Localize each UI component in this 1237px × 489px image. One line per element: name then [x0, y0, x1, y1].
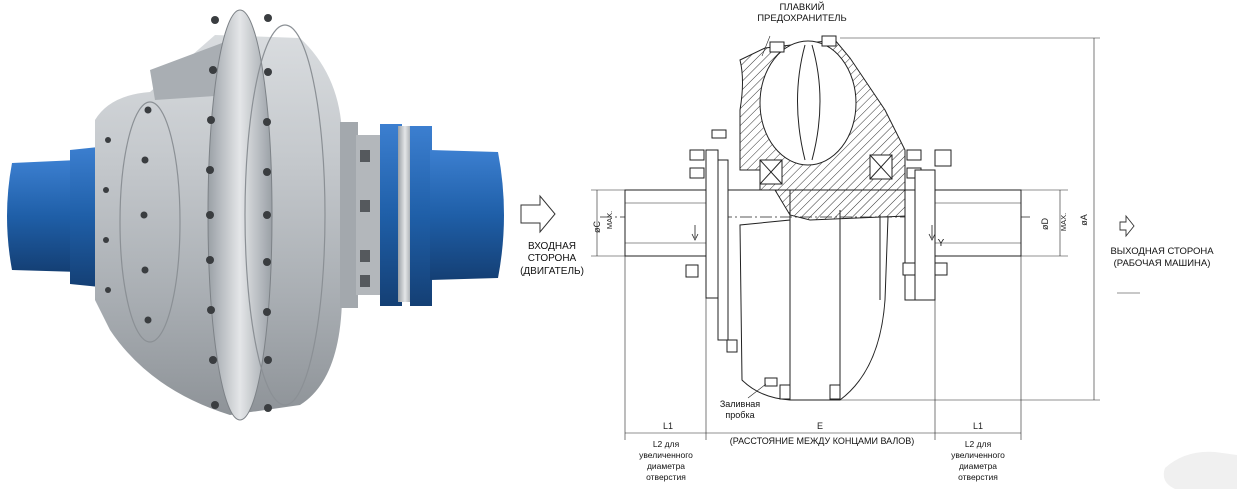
coupling-photo	[7, 9, 504, 421]
l2-right-note: L2 для увеличенного диаметра отверстия	[951, 439, 1005, 482]
left-blue-hub	[7, 160, 80, 272]
fill-plug-label-2: пробка	[725, 410, 754, 420]
dim-l1-right: L1	[973, 421, 983, 431]
fill-plug-label-1: Заливная	[720, 399, 760, 409]
main-flange-ring	[207, 9, 273, 421]
dim-y-label: Y	[938, 238, 945, 249]
input-label-3: (ДВИГАТЕЛЬ)	[520, 266, 584, 277]
output-blue-flange-2	[410, 126, 432, 306]
output-arrow-icon	[1119, 214, 1135, 238]
right-blue-hub	[430, 150, 504, 280]
fuse-label-1: ПЛАВКИЙ	[780, 1, 825, 13]
dim-c-max: MAX.	[605, 211, 614, 229]
output-blue-flange-1	[380, 124, 402, 306]
l2-right-line-4: отверстия	[958, 472, 998, 482]
input-flange	[705, 149, 719, 299]
l2-left-line-1: L2 для	[653, 439, 680, 449]
l2-left-line-3: диаметра	[647, 461, 685, 471]
output-disc-pack	[398, 126, 412, 302]
l2-left-note: L2 для увеличенного диаметра отверстия	[639, 439, 693, 482]
output-nuts	[360, 150, 370, 287]
dim-d-max: MAX.	[1059, 213, 1068, 231]
fill-plug	[764, 377, 778, 387]
dim-a-label: øA	[1079, 214, 1089, 226]
dim-l1-left: L1	[663, 421, 673, 431]
runner-toroid	[759, 40, 857, 166]
dim-c-label: øC	[592, 221, 602, 233]
dim-e-label: E	[817, 421, 823, 431]
technical-drawing	[600, 35, 1030, 401]
output-label-1: ВЫХОДНАЯ СТОРОНА	[1110, 246, 1214, 257]
dim-d-label: øD	[1040, 218, 1050, 230]
fuse-label-2: ПРЕДОХРАНИТЕЛЬ	[757, 13, 847, 24]
l2-right-line-2: увеличенного	[951, 450, 1005, 460]
housing-top-block	[150, 40, 230, 100]
flange-bolts	[103, 14, 272, 412]
dim-e-description: (РАССТОЯНИЕ МЕЖДУ КОНЦАМИ ВАЛОВ)	[730, 436, 915, 446]
output-label-2: (РАБОЧАЯ МАШИНА)	[1114, 258, 1211, 269]
watermark-shape	[1163, 451, 1237, 489]
input-label-2: СТОРОНА	[528, 253, 577, 264]
input-arrow-icon	[520, 194, 556, 234]
housing-lower-outline	[728, 189, 889, 401]
output-flange	[914, 169, 936, 301]
l2-left-line-4: отверстия	[646, 472, 686, 482]
inner-hub	[774, 189, 931, 221]
l2-right-line-3: диаметра	[959, 461, 997, 471]
l2-right-line-1: L2 для	[965, 439, 992, 449]
output-collar	[340, 122, 358, 308]
input-side-label: ВХОДНАЯ СТОРОНА (ДВИГАТЕЛЬ)	[520, 194, 584, 277]
dimension-lines	[591, 35, 1140, 440]
input-label-1: ВХОДНАЯ	[528, 241, 576, 252]
input-shaft	[624, 189, 712, 257]
l2-left-line-2: увеличенного	[639, 450, 693, 460]
output-shaft	[934, 189, 1022, 257]
